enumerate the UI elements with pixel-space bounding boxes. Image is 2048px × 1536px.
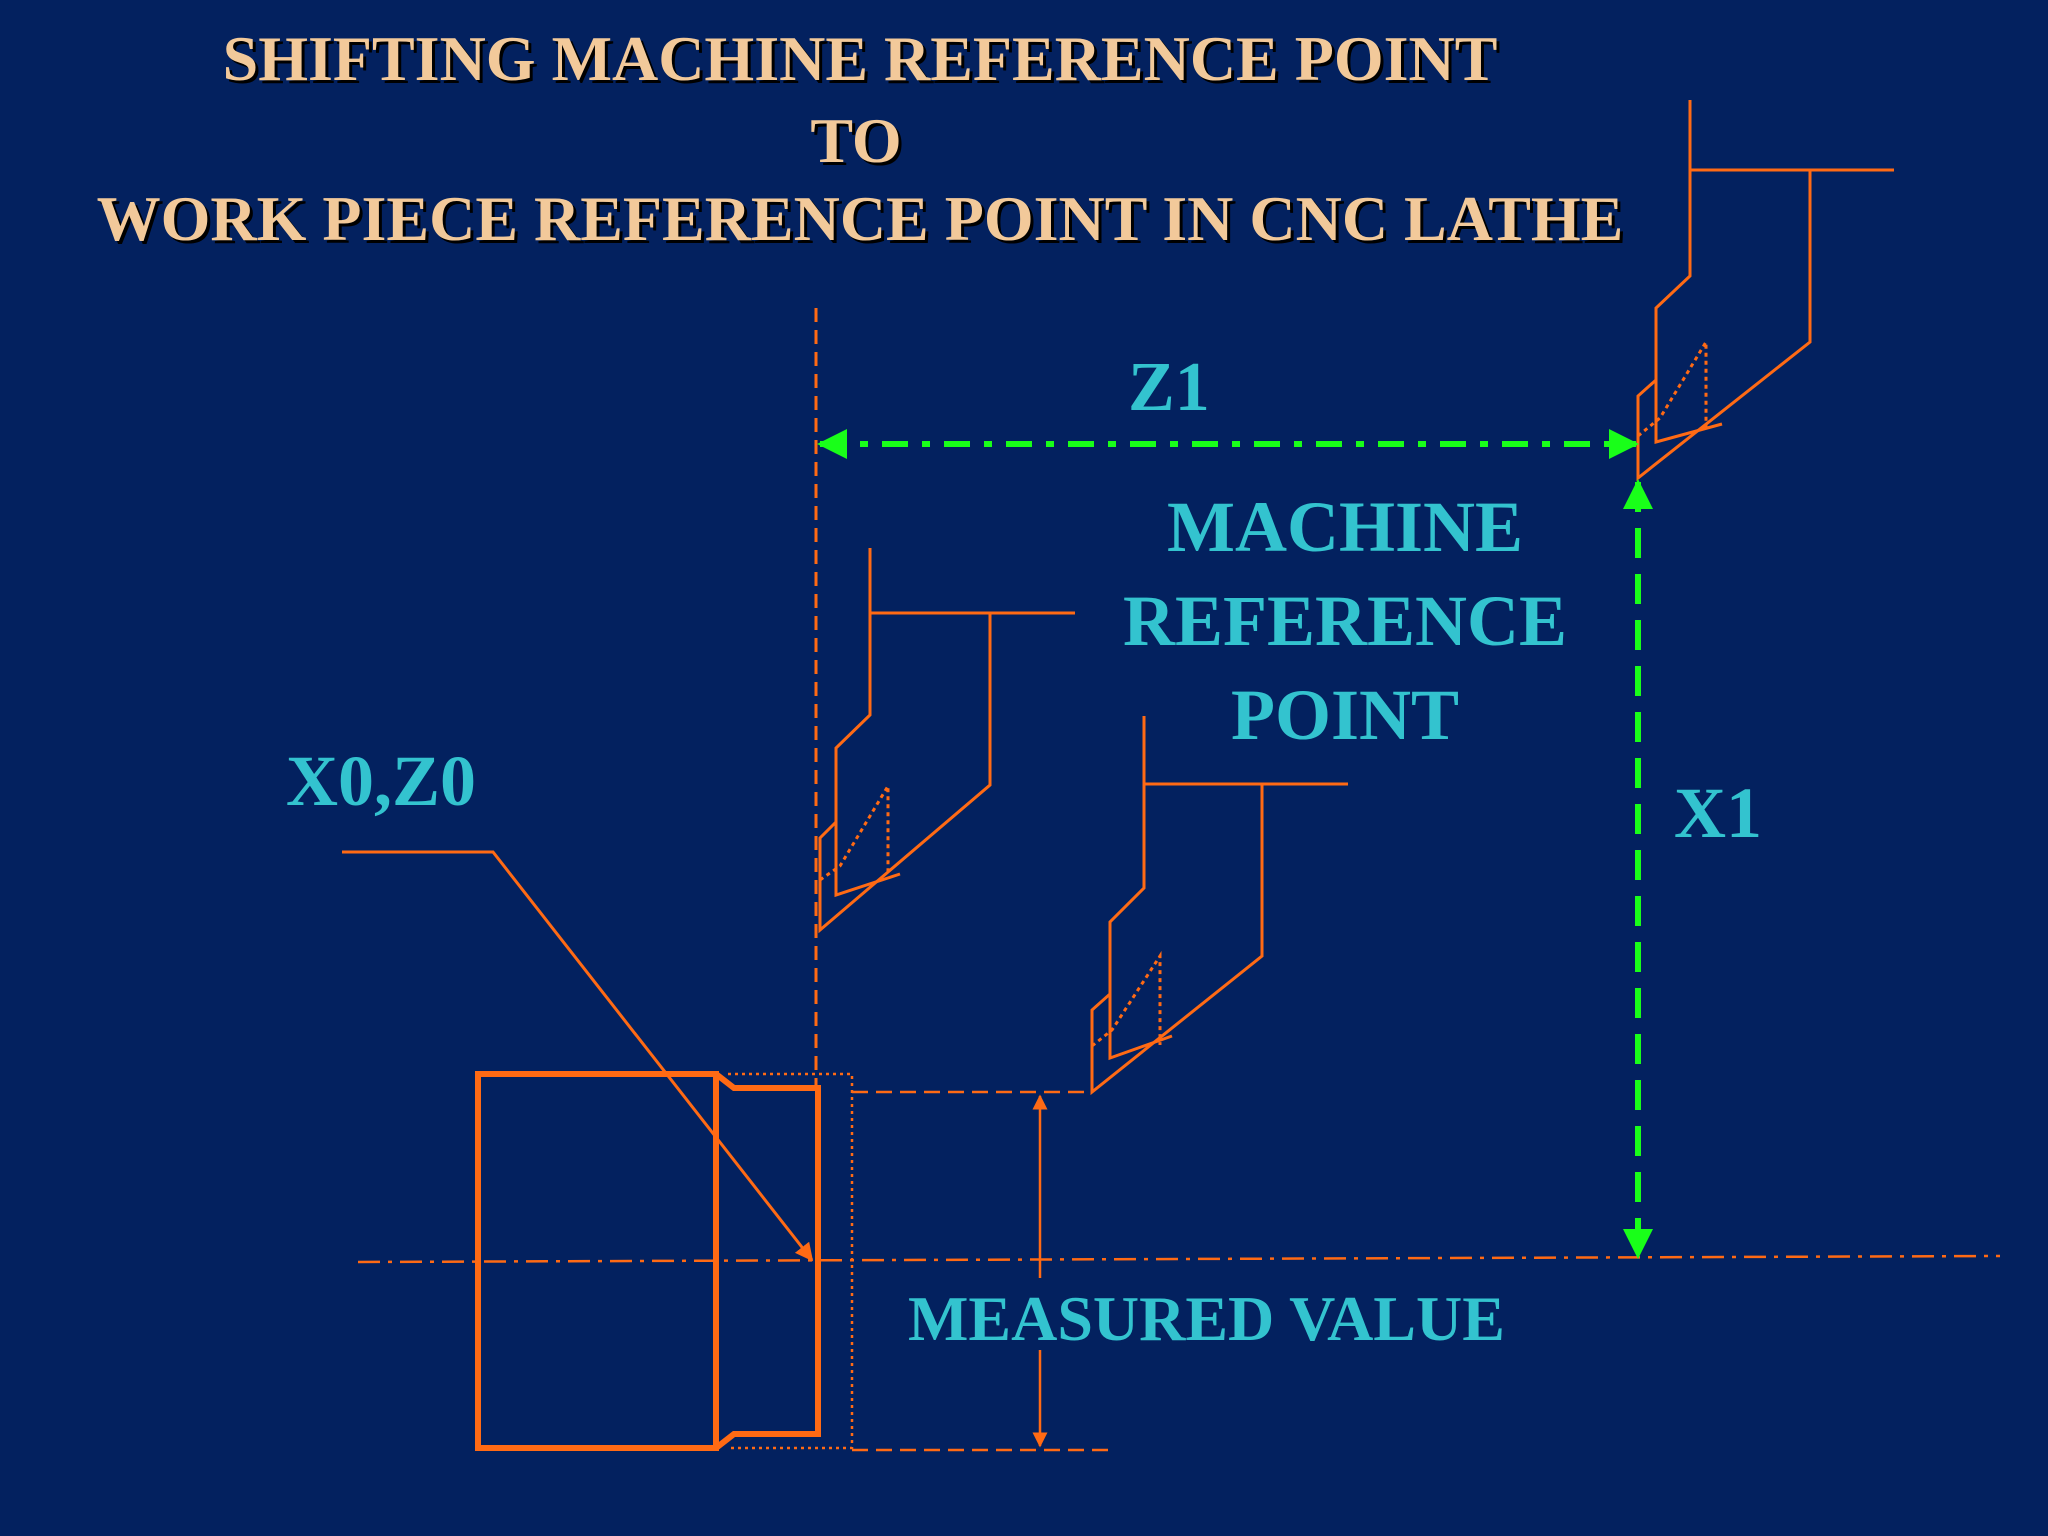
measured-value-label: MEASURED VALUE xyxy=(908,1283,1505,1354)
cutting-tool-3 xyxy=(1636,100,1894,482)
center-axis-line xyxy=(357,1254,2001,1264)
workpiece xyxy=(475,1071,854,1451)
machine-ref-line-2: REFERENCE xyxy=(1122,581,1568,661)
measured-value-dimension xyxy=(852,1090,1110,1452)
cutting-tool-2 xyxy=(1090,716,1348,1096)
x0z0-label: X0,Z0 xyxy=(286,741,477,821)
x0z0-leader-line xyxy=(342,850,814,1262)
machine-ref-line-1: MACHINE xyxy=(1167,487,1523,567)
x1-label: X1 xyxy=(1674,773,1762,853)
cutting-tool-1 xyxy=(818,548,1075,934)
title-line-3: WORK PIECE REFERENCE POINT IN CNC LATHE xyxy=(96,183,1624,254)
title-line-1: SHIFTING MACHINE REFERENCE POINT xyxy=(222,23,1498,94)
machine-reference-point-label: MACHINE REFERENCE POINT xyxy=(1094,480,1596,762)
z1-label: Z1 xyxy=(1128,349,1210,426)
machine-ref-line-3: POINT xyxy=(1230,675,1460,755)
title-line-2: TO xyxy=(810,105,902,176)
